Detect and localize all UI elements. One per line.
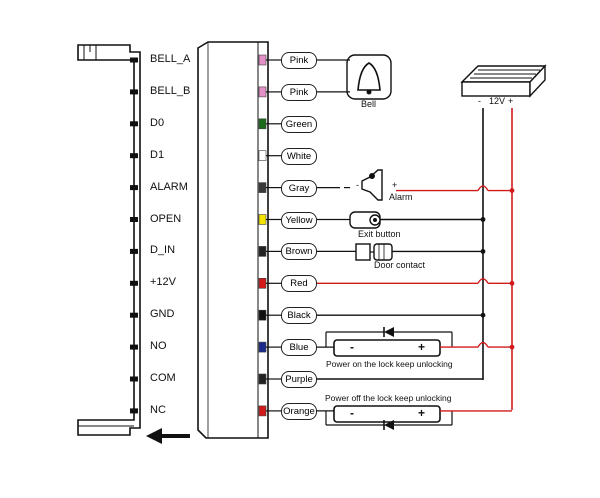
terminal-white (258, 150, 267, 161)
psu-terminal-ribs (470, 69, 540, 79)
wire-label-black: Black (281, 307, 317, 325)
pin-marker (130, 376, 138, 382)
terminal-green (258, 118, 267, 130)
pin-label: ALARM (150, 180, 188, 193)
bell-label: Bell (361, 99, 377, 109)
wire-label-brown: Brown (281, 243, 317, 261)
junction-dot (480, 249, 486, 254)
pin-label: NO (150, 340, 167, 353)
alarm-plus: + (392, 180, 398, 190)
wire-crossing (477, 185, 489, 191)
pin-marker (130, 248, 138, 254)
pin-marker (130, 217, 138, 222)
terminal-purple (258, 373, 267, 385)
lock-lower-plus: + (418, 406, 426, 420)
terminal-pink (258, 86, 267, 98)
terminal-red (258, 277, 267, 289)
lock-lower-note: Power off the lock keep unlocking (325, 393, 452, 403)
pin-marker (130, 121, 138, 127)
junction-dot (509, 188, 515, 194)
pin-marker (130, 89, 138, 95)
alarm-label: Alarm (389, 192, 413, 202)
wire-label-purple: Purple (281, 371, 317, 388)
wire-label-orange: Orange (281, 402, 317, 420)
pin-label: OPEN (150, 212, 182, 225)
pin-label: +12V (150, 276, 176, 289)
junction-dot (509, 280, 515, 286)
wire-label-pink: Pink (281, 83, 317, 101)
terminal-brown (258, 246, 267, 257)
pin-marker (130, 312, 138, 318)
pin-label: BELL_A (150, 53, 191, 65)
pin-label: GND (150, 308, 175, 321)
door-contact-icon (355, 243, 393, 261)
terminal-orange (258, 405, 267, 417)
pin-marker (130, 280, 138, 286)
junction-dot (480, 312, 486, 318)
door-contact-label: Door contact (374, 260, 426, 270)
lock-upper-note: Power on the lock keep unlocking (326, 359, 453, 369)
pin-marker (130, 57, 138, 63)
psu-plus-label: + (508, 96, 514, 106)
lock-upper-minus: - (350, 340, 354, 354)
lock-upper-plus: + (418, 340, 426, 354)
wire-crossing (477, 278, 489, 284)
terminal-blue (258, 341, 267, 353)
wire-label-pink: Pink (281, 52, 317, 69)
terminal-gray (258, 182, 267, 193)
terminal-yellow (258, 214, 267, 225)
lock-lower-minus: - (350, 406, 354, 420)
alarm-minus: - (356, 180, 359, 190)
exit-button-label: Exit button (358, 229, 401, 239)
psu-minus-label: - (478, 96, 481, 106)
wire-label-blue: Blue (281, 339, 317, 357)
pin-marker (130, 344, 138, 350)
junction-dot (480, 217, 486, 222)
alarm-icon (361, 169, 383, 201)
exit-button-icon (349, 211, 381, 229)
terminal-pink (258, 54, 267, 66)
pin-marker (130, 185, 138, 191)
pin-label: COM (150, 372, 176, 384)
pin-label: D1 (150, 148, 165, 161)
pin-marker (130, 153, 138, 159)
wire-label-white: White (281, 147, 317, 165)
direction-arrow-icon (146, 428, 190, 444)
psu-voltage-label: 12V (489, 96, 506, 106)
pin-label: D0 (150, 116, 165, 129)
terminal-black (258, 309, 267, 321)
junction-dot (509, 344, 515, 350)
bell-icon (346, 54, 392, 100)
wire-label-green: Green (281, 115, 317, 133)
wire-crossing (477, 341, 489, 348)
pin-marker (130, 408, 138, 414)
wire-label-red: Red (281, 275, 317, 293)
pin-label: NC (150, 403, 166, 416)
power-supply (460, 64, 547, 98)
lock-lower (333, 405, 441, 430)
lock-upper (333, 327, 441, 357)
wire-label-gray: Gray (281, 179, 317, 197)
connector-block (197, 41, 269, 439)
pin-label: D_IN (150, 244, 176, 257)
pin-label: BELL_B (150, 84, 191, 97)
wire-label-yellow: Yellow (281, 211, 317, 229)
